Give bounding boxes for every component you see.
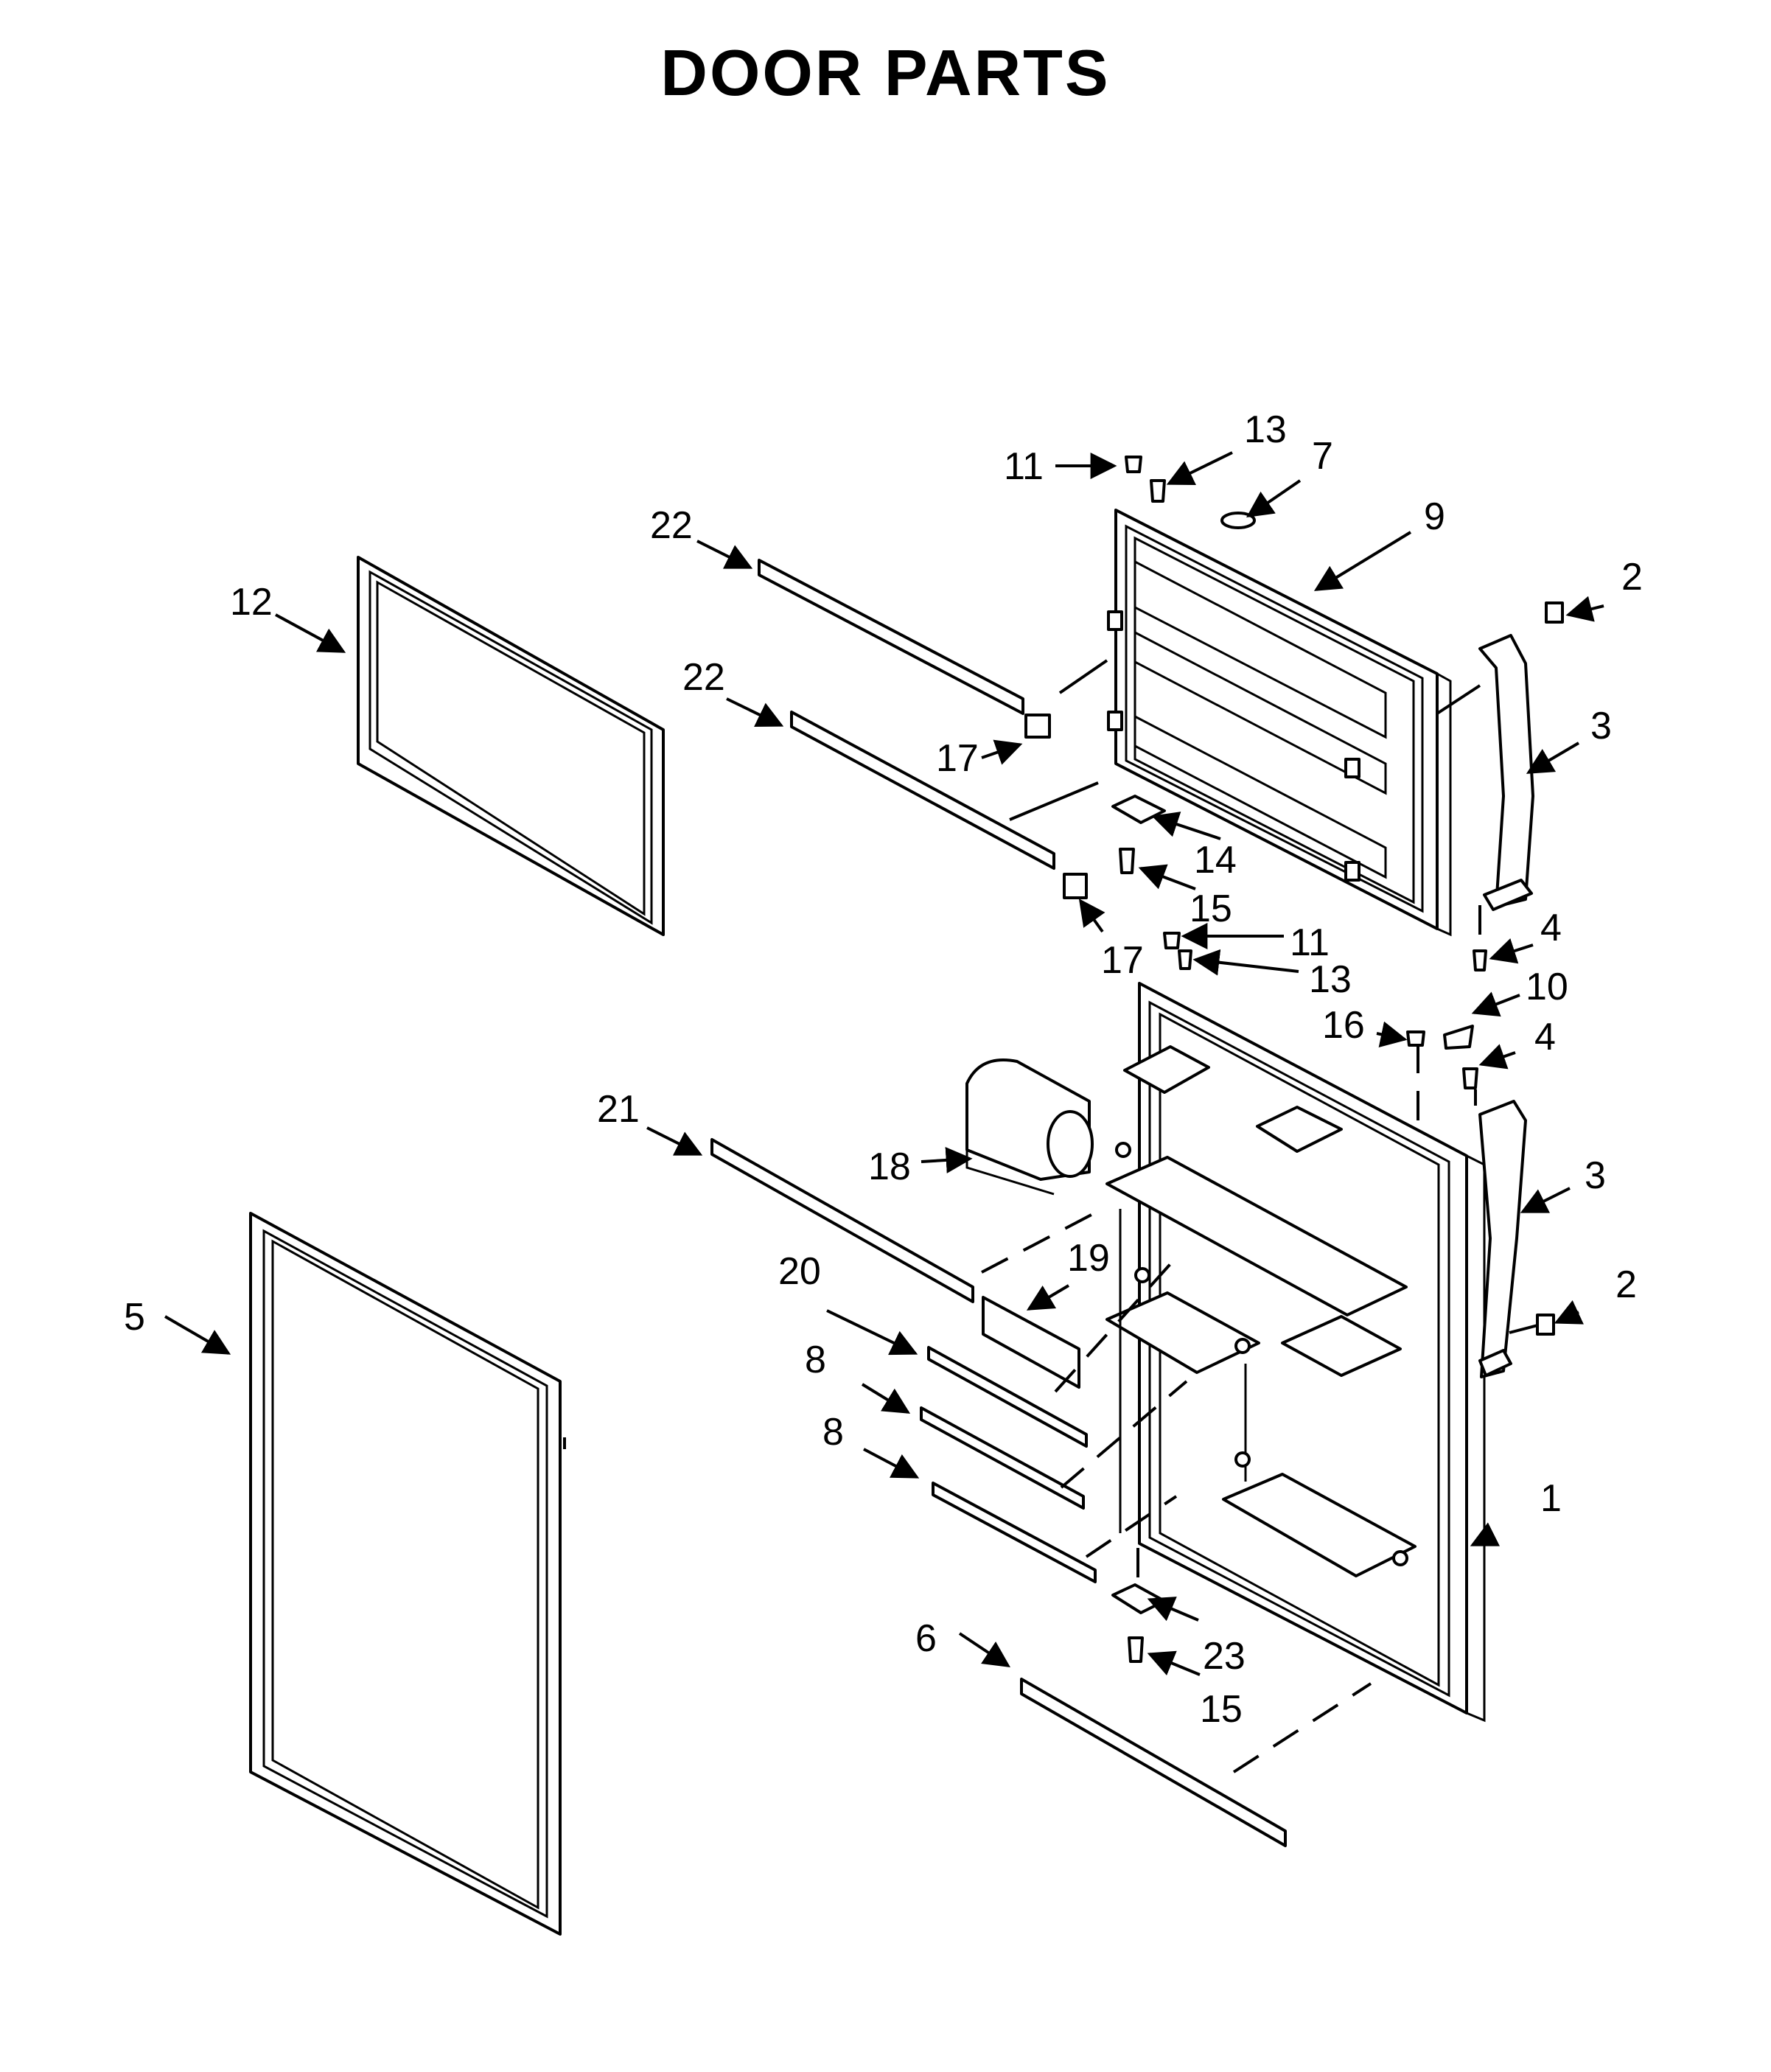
butter-compartment-18 <box>965 1058 1094 1196</box>
screw-10 <box>1443 1025 1474 1050</box>
clip-17-upper <box>1024 714 1051 739</box>
hinge-14 <box>1111 795 1166 824</box>
callout-label-1: 1 <box>1540 1477 1562 1520</box>
trim-strip-6 <box>1020 1678 1287 1847</box>
screw-13-upper <box>1150 479 1166 503</box>
clip-17-lower <box>1063 873 1088 899</box>
fresh-food-handle-3 <box>1478 1100 1527 1378</box>
screw-4-upper <box>1473 949 1487 972</box>
hinge-23 <box>1111 1583 1166 1614</box>
hinge-pin-cover-2-upper <box>1545 601 1564 624</box>
callout-label-2: 2 <box>1621 556 1643 599</box>
callout-label-17: 17 <box>936 737 979 780</box>
screw-15-upper <box>1119 848 1135 874</box>
callout-label-16: 16 <box>1322 1004 1365 1047</box>
shelf-trim-8-lower <box>932 1482 1097 1583</box>
fresh-food-gasket-5 <box>249 1212 566 1936</box>
label-plate-19 <box>982 1296 1080 1389</box>
callout-label-22: 22 <box>650 504 693 547</box>
callout-label-23: 23 <box>1203 1635 1246 1678</box>
callout-label-11: 11 <box>1004 445 1044 488</box>
freezer-gasket-12 <box>357 556 665 936</box>
callout-label-4: 4 <box>1540 907 1562 949</box>
callout-label-13: 13 <box>1309 958 1352 1001</box>
callout-label-21: 21 <box>597 1088 640 1131</box>
callout-arrows <box>164 451 1604 1676</box>
callout-label-9: 9 <box>1424 495 1445 538</box>
callout-label-14: 14 <box>1194 839 1237 882</box>
screw-13-lower <box>1178 949 1192 970</box>
callout-label-22: 22 <box>682 656 725 699</box>
callout-label-10: 10 <box>1526 966 1568 1008</box>
plug-16 <box>1406 1030 1425 1047</box>
callout-label-15: 15 <box>1200 1688 1243 1731</box>
callout-label-4: 4 <box>1534 1016 1556 1058</box>
freezer-handle-3 <box>1478 634 1534 911</box>
hinge-pin-cover-2-lower <box>1536 1314 1555 1336</box>
callout-label-6: 6 <box>915 1617 937 1660</box>
callout-labels: 1 2 2 3 3 4 4 5 6 7 8 8 9 10 11 11 12 13… <box>124 408 1643 1731</box>
callout-label-7: 7 <box>1312 435 1333 478</box>
callout-label-17: 17 <box>1101 939 1144 982</box>
page-title: DOOR PARTS <box>660 36 1111 109</box>
fresh-food-door-1 <box>1105 982 1486 1723</box>
shelf-trim-8-upper <box>920 1406 1085 1510</box>
trim-strip-22-upper <box>758 559 1024 715</box>
screw-4-lower <box>1462 1067 1478 1089</box>
plug-7 <box>1220 512 1256 529</box>
callout-label-5: 5 <box>124 1296 145 1339</box>
callout-label-3: 3 <box>1585 1154 1606 1197</box>
callout-label-8: 8 <box>822 1411 844 1454</box>
callout-label-2: 2 <box>1615 1263 1637 1306</box>
freezer-door-9 <box>1107 509 1452 937</box>
trim-strip-21 <box>710 1138 974 1303</box>
callout-label-3: 3 <box>1590 705 1612 747</box>
trim-strip-22-lower <box>790 711 1055 870</box>
callout-label-18: 18 <box>868 1145 911 1188</box>
callout-label-8: 8 <box>805 1339 826 1381</box>
callout-label-15: 15 <box>1190 887 1232 930</box>
callout-label-11: 11 <box>1290 921 1330 964</box>
callout-label-12: 12 <box>230 581 273 624</box>
callout-label-13: 13 <box>1244 408 1287 451</box>
screw-15-lower <box>1128 1636 1144 1663</box>
callout-label-19: 19 <box>1067 1237 1110 1280</box>
screw-11-lower <box>1163 932 1181 949</box>
screw-11-upper <box>1125 456 1142 473</box>
callout-label-20: 20 <box>778 1250 821 1293</box>
shelf-trim-20 <box>927 1346 1088 1448</box>
